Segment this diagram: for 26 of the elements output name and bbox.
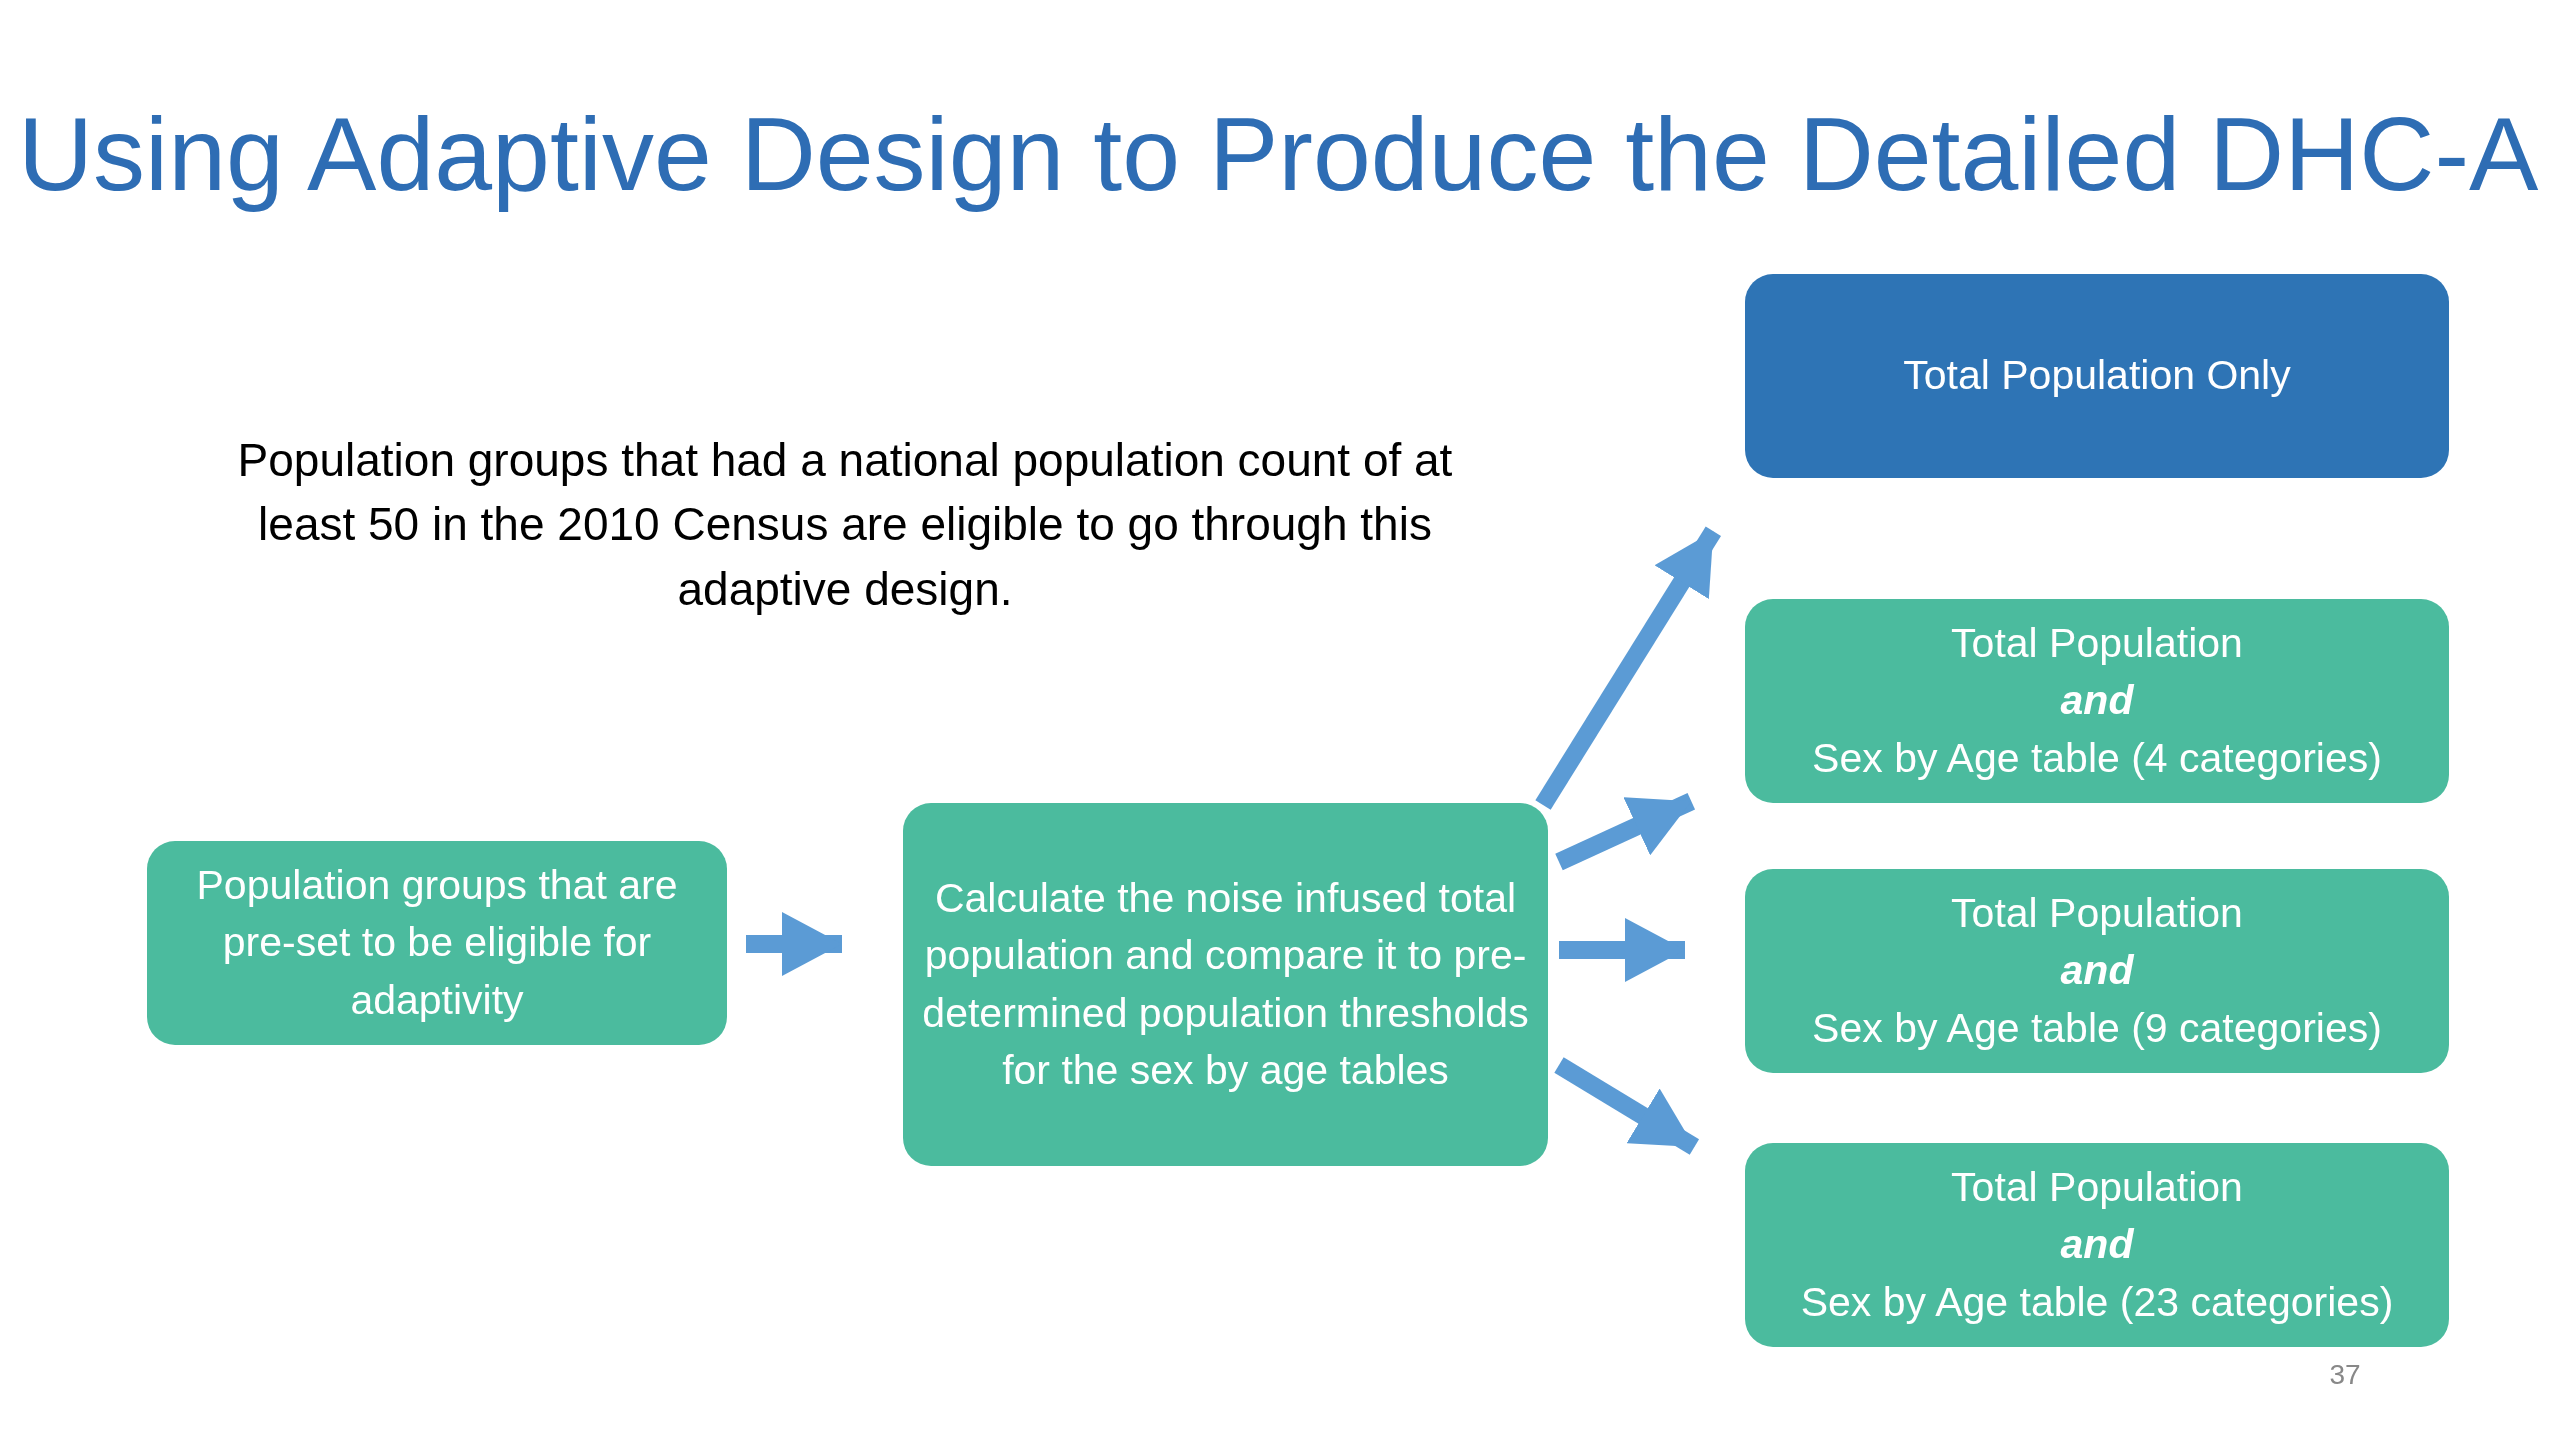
node-text: Sex by Age table (4 categories)	[1812, 733, 2382, 783]
node-text: Total Population	[1951, 888, 2243, 938]
node-text: Sex by Age table (23 categories)	[1800, 1277, 2394, 1327]
connector-word: and	[2060, 676, 2134, 726]
connector-word: and	[2060, 946, 2134, 996]
process-box	[147, 841, 727, 1045]
node-text: Total Population	[1951, 618, 2243, 668]
node-text: Sex by Age table (9 categories)	[1812, 1003, 2382, 1053]
arrow	[1554, 1057, 1700, 1155]
process-box	[903, 803, 1548, 1166]
node-text: Total Population Only	[1903, 351, 2291, 401]
node-text: Calculate the noise infused total population and compare it to pre-determined population thresholds for the sex by age tables	[921, 873, 1530, 1095]
node-text: Population groups that are pre-set to be eligible for adaptivity	[195, 860, 679, 1025]
arrow	[1559, 918, 1685, 982]
arrow	[746, 912, 842, 976]
process-box	[1745, 1143, 2449, 1347]
arrow	[1535, 526, 1721, 810]
process-box	[1745, 599, 2449, 803]
page-number: 37	[2328, 1358, 2362, 1392]
process-box	[1745, 869, 2449, 1073]
slide-title: Using Adaptive Design to Produce the Detailed DHC-A	[18, 95, 2539, 214]
node-text: Total Population	[1951, 1162, 2243, 1212]
process-box	[1745, 274, 2449, 478]
arrow	[1555, 793, 1696, 871]
connector-word: and	[2060, 1220, 2134, 1270]
note-text: Population groups that had a national population count of at least 50 in the 2010 Census are eligible to go through this adaptive design.	[236, 433, 1454, 617]
